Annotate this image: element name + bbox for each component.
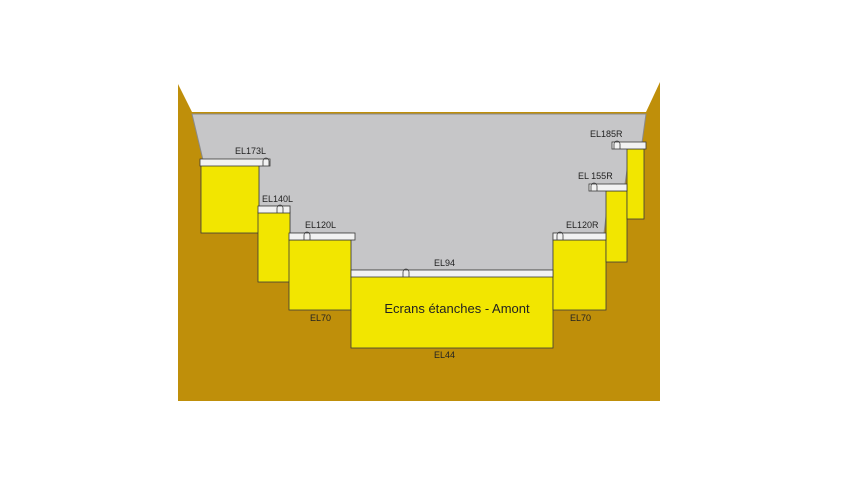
- label-el155r: EL 155R: [578, 171, 613, 181]
- screen-el185r: [626, 148, 645, 220]
- screen-el173l: [200, 164, 260, 234]
- label-el94: EL94: [434, 258, 455, 268]
- label-el140l: EL140L: [262, 194, 293, 204]
- label-el173l: EL173L: [235, 146, 266, 156]
- label-el185r: EL185R: [590, 129, 623, 139]
- screen-el120l: [288, 239, 352, 311]
- label-el70-left: EL70: [310, 313, 331, 323]
- screen-el94-central: [350, 275, 554, 349]
- diagram-title: Ecrans étanches - Amont: [384, 301, 530, 316]
- screen-el120r: [552, 239, 607, 311]
- gallery-el155r: [588, 182, 628, 192]
- screen-el140l: [257, 211, 291, 283]
- screen-el155r: [605, 190, 628, 263]
- gallery-el173l: [199, 157, 271, 167]
- gallery-el140l: [257, 204, 291, 214]
- gallery-el120l: [288, 231, 356, 241]
- label-el70-right: EL70: [570, 313, 591, 323]
- label-el44: EL44: [434, 350, 455, 360]
- gallery-el94: [350, 268, 554, 278]
- gallery-el120r: [552, 231, 607, 241]
- gallery-el185r: [611, 140, 647, 150]
- label-el120r: EL120R: [566, 220, 599, 230]
- label-el120l: EL120L: [305, 220, 336, 230]
